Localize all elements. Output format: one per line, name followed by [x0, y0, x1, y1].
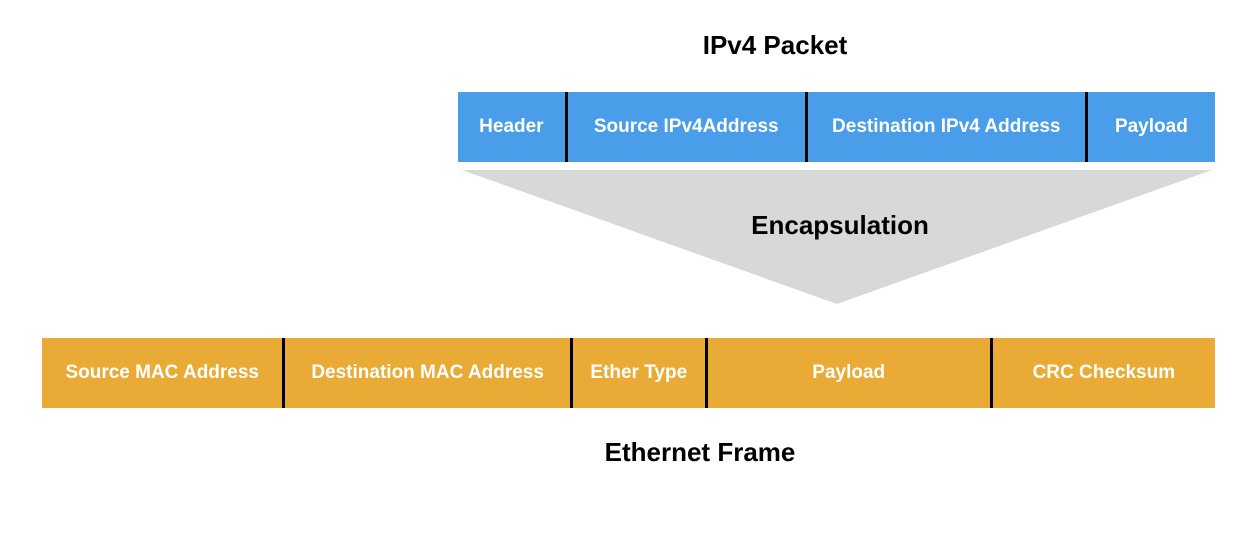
- ipv4-segment-payload: Payload: [1084, 92, 1215, 162]
- ipv4-packet-title: IPv4 Packet: [702, 30, 848, 60]
- ethernet-frame-bar: Source MAC Address Destination MAC Addre…: [42, 338, 1215, 408]
- ethernet-segment-source-mac: Source MAC Address: [42, 338, 283, 408]
- ethernet-segment-crc-checksum: CRC Checksum: [989, 338, 1215, 408]
- ipv4-segment-destination-address: Destination IPv4 Address: [804, 92, 1085, 162]
- ethernet-segment-ether-type: Ether Type: [569, 338, 705, 408]
- ipv4-packet-bar: Header Source IPv4Address Destination IP…: [458, 92, 1215, 162]
- ipv4-segment-source-address: Source IPv4Address: [564, 92, 805, 162]
- encapsulation-label: Encapsulation: [751, 210, 929, 240]
- ethernet-segment-payload: Payload: [704, 338, 990, 408]
- ipv4-segment-header: Header: [458, 92, 565, 162]
- ethernet-segment-destination-mac: Destination MAC Address: [282, 338, 570, 408]
- ethernet-frame-title: Ethernet Frame: [604, 437, 796, 467]
